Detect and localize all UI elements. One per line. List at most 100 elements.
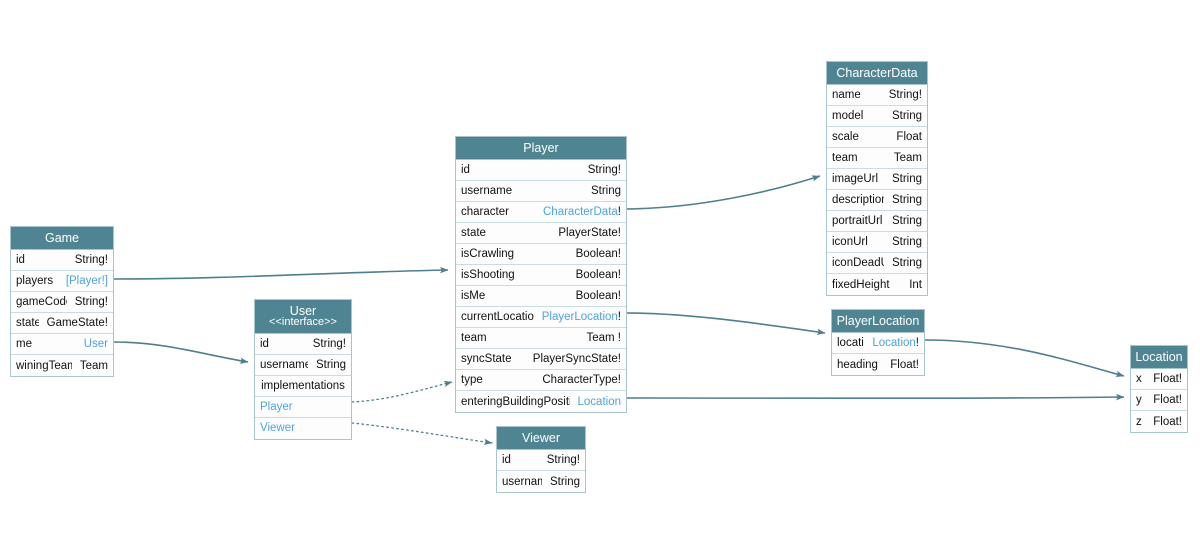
entity-title-text: User [289,304,317,318]
field-name: currentLocation [461,311,534,324]
edge-user-implements-viewer [351,422,493,446]
entity-title-user: User<<interface>> [255,300,351,334]
field-name: iconUrl [832,236,868,249]
field-type: String [590,185,621,198]
field-name: state [461,227,486,240]
field-name: Viewer [260,422,295,435]
entity-playerlocation[interactable]: PlayerLocation locationLocation!headingFl… [831,309,925,377]
field-name: enteringBuildingPosition [461,395,570,408]
field-type: Boolean! [575,248,621,261]
field-row[interactable]: currentLocation PlayerLocation! [456,307,626,329]
edge-game-players-to-player [113,266,449,280]
field-type: String [891,110,922,123]
field-row[interactable]: model String [827,106,927,128]
field-name: implementations [261,379,345,392]
field-type: User [83,338,108,351]
field-row[interactable]: implementations [255,375,351,397]
edge-player-character-to-characterdata [626,175,821,210]
field-row[interactable]: fixedHeight Int [827,274,927,296]
field-type: String [549,475,580,488]
entity-title-game: Game [11,227,113,251]
field-type: String [891,257,922,270]
field-name: isCrawling [461,248,515,261]
field-row[interactable]: portraitUrl String [827,211,927,233]
entity-title-playerlocation: PlayerLocation [832,310,924,334]
entity-title-text: CharacterData [836,66,918,80]
field-type: String! [74,296,108,309]
field-name: id [502,454,511,467]
field-name: winingTeam [16,359,72,372]
field-name: character [461,206,509,219]
field-type: Location! [872,337,919,350]
field-type: Int [909,278,922,291]
field-name: isMe [461,290,486,303]
field-name: state [16,317,39,330]
field-row[interactable]: id String! [497,450,585,472]
field-type: PlayerState! [558,227,621,240]
field-row[interactable]: enteringBuildingPositionLocation [456,391,626,413]
field-row[interactable]: locationLocation! [832,333,924,355]
entity-title-text: Viewer [522,431,560,445]
field-row[interactable]: state PlayerState! [456,223,626,245]
field-row[interactable]: iconDeadUrl String [827,253,927,275]
field-name: team [832,152,858,165]
field-type: String! [888,89,922,102]
field-type: [Player!] [65,275,108,288]
field-row[interactable]: Player [255,396,351,418]
field-type: String [891,215,922,228]
field-name: portraitUrl [832,215,883,228]
field-type: PlayerLocation! [541,311,621,324]
field-type: String! [546,454,580,467]
field-type: String! [587,164,621,177]
field-row[interactable]: Viewer [255,417,351,439]
field-name: isShooting [461,269,515,282]
non-null-marker: ! [617,311,621,324]
field-name: type [461,374,483,387]
field-row[interactable]: players[Player!] [11,271,113,293]
entity-title-characterdata: CharacterData [827,62,927,86]
field-name: imageUrl [832,173,879,186]
field-name: fixedHeight [832,278,890,291]
entity-title-text: PlayerLocation [836,314,920,328]
field-type: String! [312,337,346,350]
field-name: model [832,110,864,123]
field-name: z [1136,415,1142,428]
field-row[interactable]: isCrawling Boolean! [456,244,626,266]
field-name: heading [837,358,878,371]
field-type: Team ! [586,332,621,345]
field-name: iconDeadUrl [832,257,884,270]
